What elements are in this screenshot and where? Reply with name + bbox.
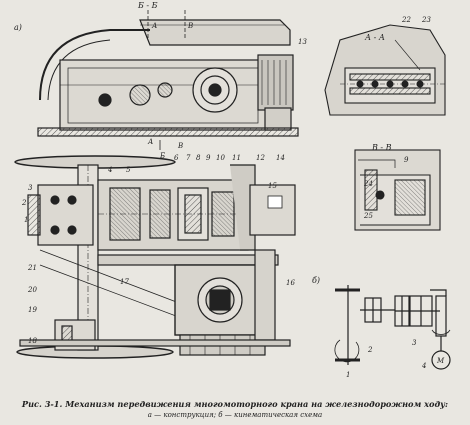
label-view-b: б) xyxy=(312,276,320,285)
callout-25: 25 xyxy=(363,212,373,220)
label-cut-v-top: В xyxy=(187,22,193,30)
callout-18: 18 xyxy=(28,337,37,345)
kin-callout-2: 2 xyxy=(367,346,373,354)
callout-8: 8 xyxy=(196,154,201,162)
callout-9: 9 xyxy=(206,154,211,162)
callout-4: 4 xyxy=(107,166,112,174)
callout-7: 7 xyxy=(186,154,191,162)
callout-6: 6 xyxy=(174,154,179,162)
kin-callout-4: 4 xyxy=(421,362,426,370)
callout-11: 11 xyxy=(232,154,241,162)
section-aa-view xyxy=(324,24,446,116)
kin-motor-label: М xyxy=(436,357,445,365)
callout-13: 13 xyxy=(298,38,307,46)
plan-view xyxy=(14,155,296,359)
label-cut-v-bottom: В xyxy=(177,142,183,150)
callout-10: 10 xyxy=(216,154,225,162)
callout-15: 15 xyxy=(268,182,277,190)
figure-subcaption: а — конструкция; б — кинематическая схем… xyxy=(147,411,323,419)
callout-3: 3 xyxy=(28,184,33,192)
callout-17: 17 xyxy=(120,278,129,286)
kin-callout-1: 1 xyxy=(346,371,350,379)
label-cut-a-top: А xyxy=(151,22,157,30)
callout-21: 21 xyxy=(27,264,37,272)
kin-callout-3: 3 xyxy=(412,339,417,347)
section-bb-view xyxy=(37,10,299,150)
label-section-aa: А - А xyxy=(364,33,385,42)
callout-23: 23 xyxy=(421,16,431,24)
callout-1: 1 xyxy=(24,216,28,224)
callout-24: 24 xyxy=(363,180,373,188)
callout-5: 5 xyxy=(126,166,131,174)
figure-caption: Рис. 3-1. Механизм передвижения многомот… xyxy=(21,399,449,409)
callout-19: 19 xyxy=(28,306,37,314)
label-section-bb: Б - Б xyxy=(137,1,158,10)
label-cut-a-bottom: А xyxy=(147,138,153,146)
callout-16: 16 xyxy=(286,279,295,287)
label-cut-b-bottom: Б xyxy=(159,152,165,160)
label-view-a: а) xyxy=(14,23,22,32)
section-vv-view xyxy=(354,149,441,231)
callout-2: 2 xyxy=(21,199,27,207)
drawing-labels: а) Б - Б А В А Б В А - А В - В б) 3 2 1 … xyxy=(14,1,445,379)
callout-12: 12 xyxy=(256,154,265,162)
callout-22: 22 xyxy=(401,16,411,24)
callout-9-vv: 9 xyxy=(404,156,409,164)
callout-20: 20 xyxy=(27,286,37,294)
label-section-vv: В - В xyxy=(371,143,392,152)
kinematic-scheme xyxy=(334,285,451,370)
callout-14: 14 xyxy=(276,154,285,162)
